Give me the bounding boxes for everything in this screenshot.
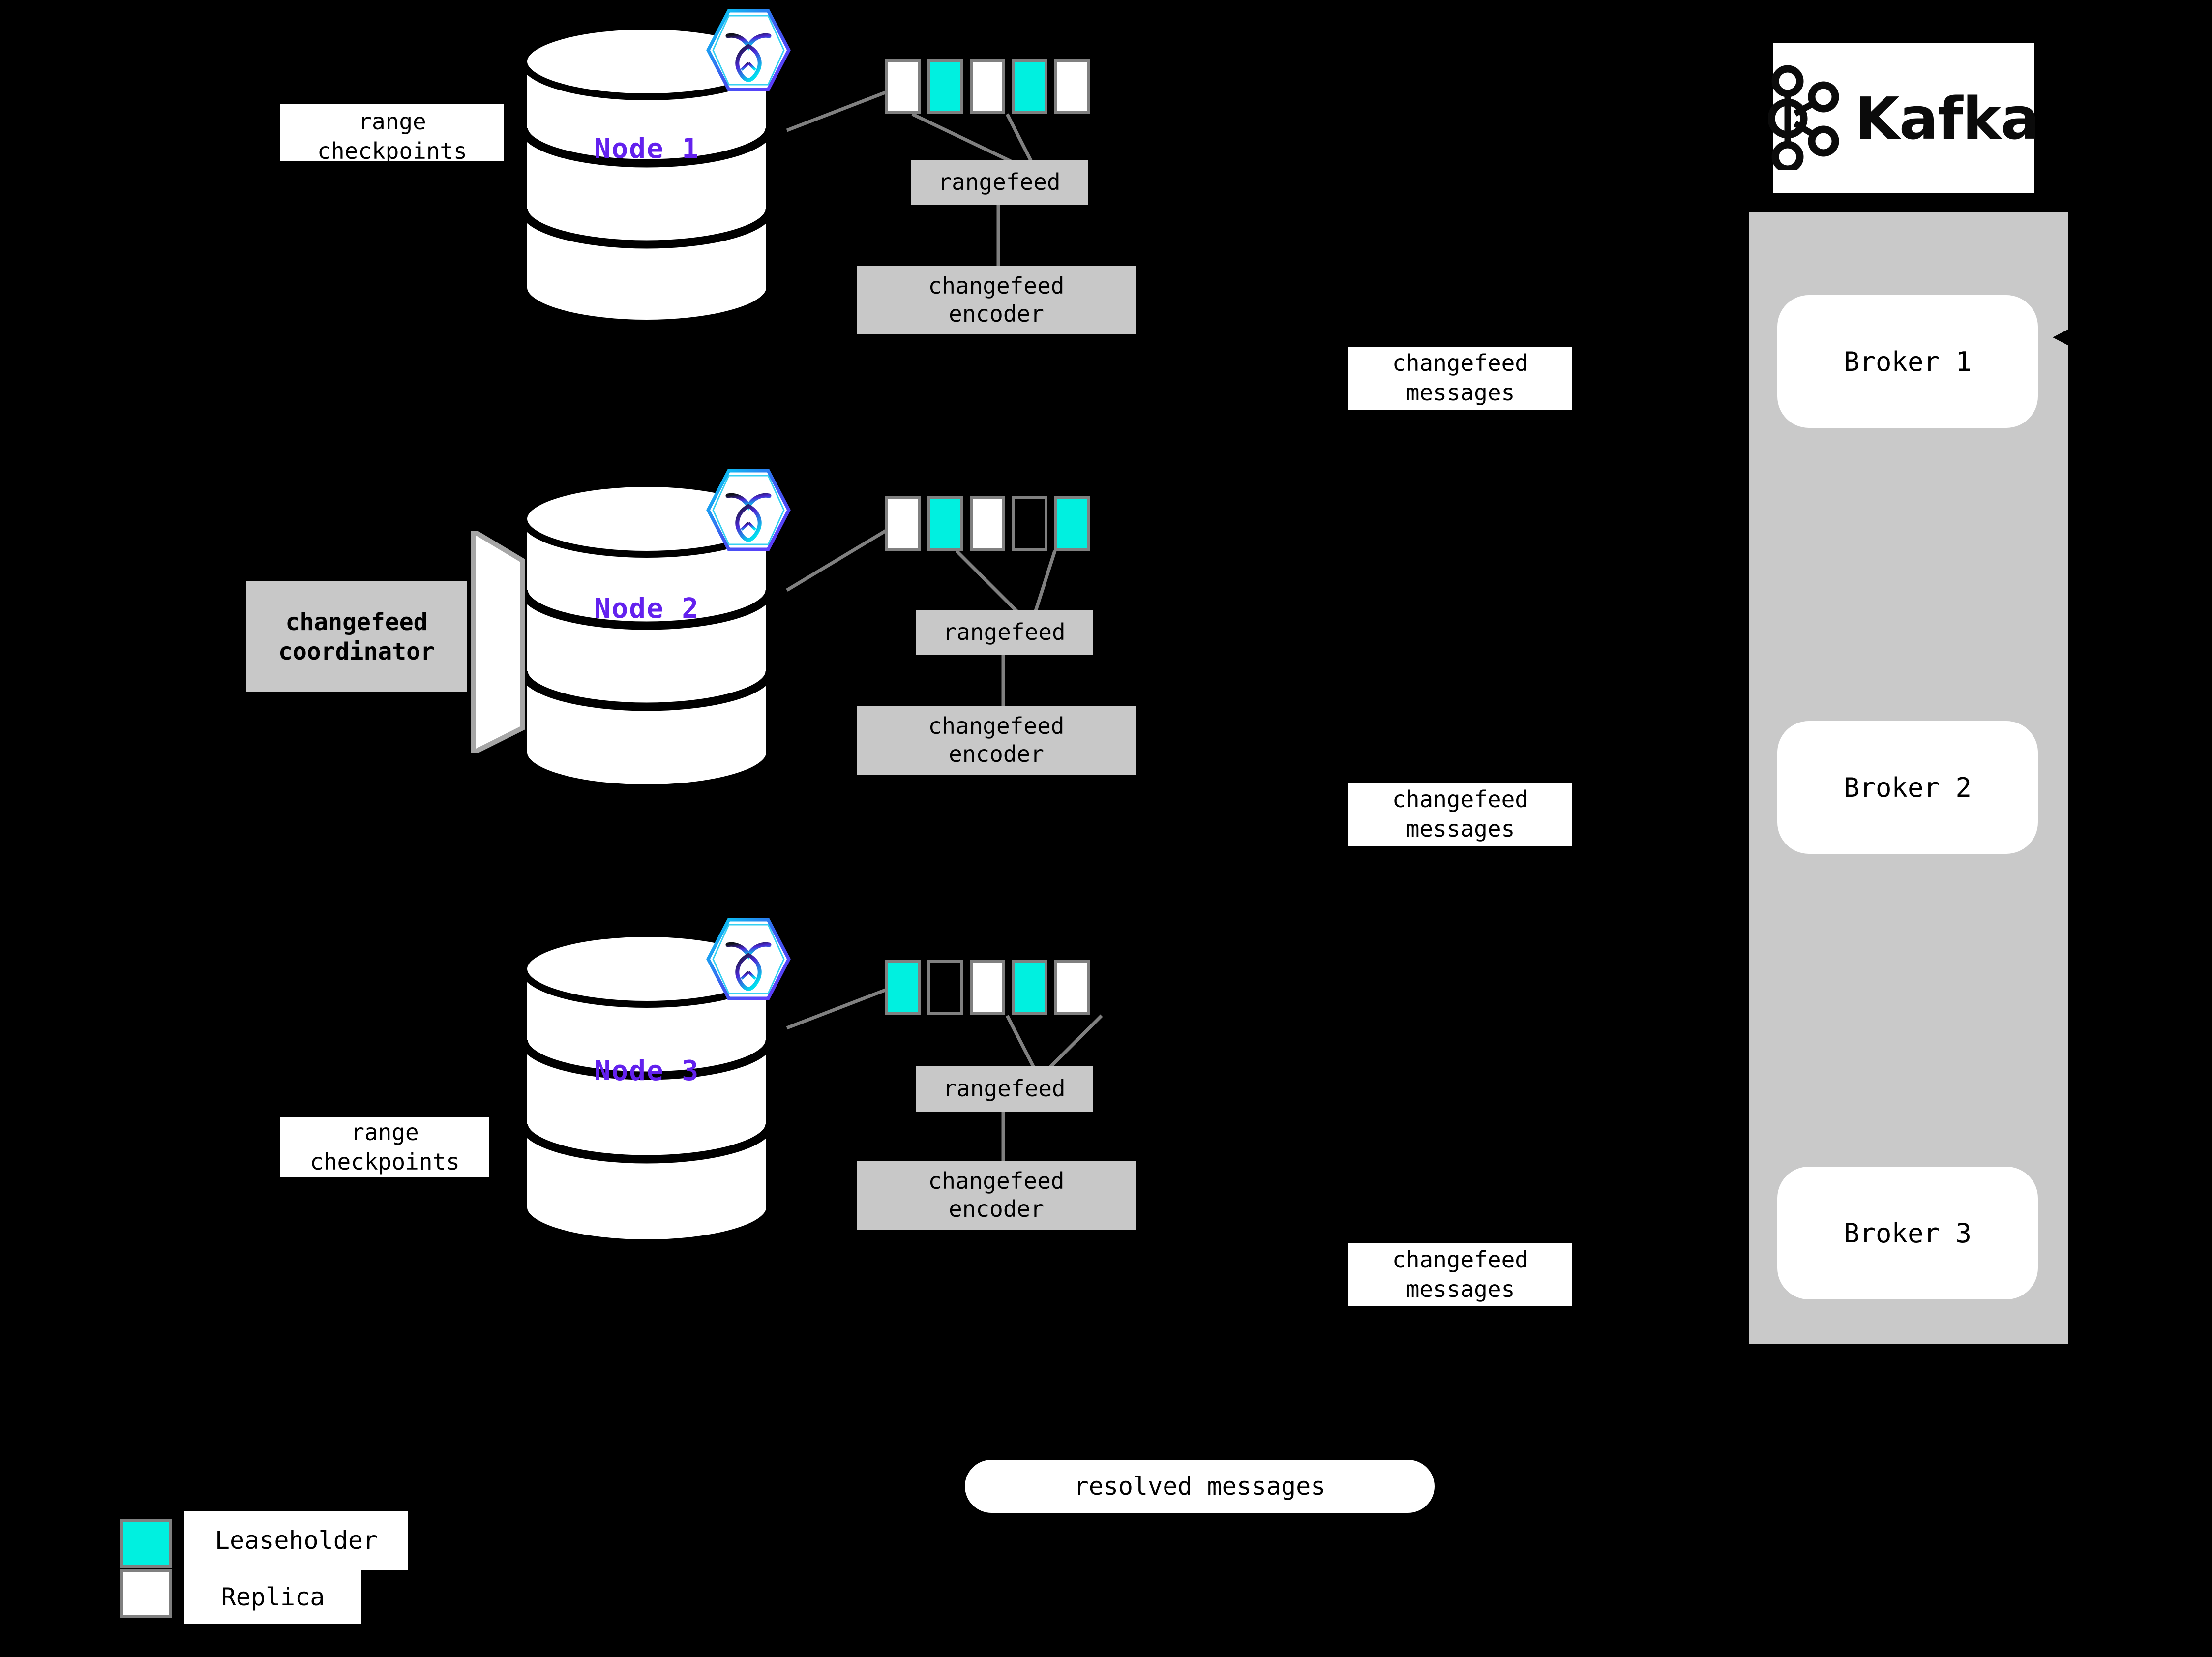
broker-1-box[interactable]: Broker 1 (1777, 295, 2038, 428)
changefeed-messages-label-1: changefeed messages (1348, 347, 1572, 410)
node-1-changefeed-encoder-box[interactable]: changefeed encoder (857, 266, 1136, 334)
legend-label-replica: Replica (184, 1570, 361, 1624)
range-box[interactable] (970, 960, 1005, 1015)
range-box[interactable] (1012, 59, 1047, 114)
node-2-label: Node 2 (594, 593, 700, 625)
range-box[interactable] (1054, 960, 1090, 1015)
node-1-label: Node 1 (594, 133, 700, 165)
node-2-rangefeed-box[interactable]: rangefeed (916, 610, 1093, 655)
node-1-rangefeed-box[interactable]: rangefeed (911, 160, 1088, 205)
range-box[interactable] (1054, 496, 1090, 551)
node-1-range-row (885, 59, 1097, 114)
kafka-logo-card: Kafka (1767, 43, 2040, 193)
range-box[interactable] (1012, 496, 1047, 551)
broker-arrow-marker (2053, 325, 2075, 352)
range-box[interactable] (927, 496, 963, 551)
coordinator-callout-pointer (470, 527, 529, 757)
node-3-rangefeed-box[interactable]: rangefeed (916, 1066, 1093, 1112)
cockroachdb-hexagon-icon (704, 465, 793, 558)
kafka-wordmark: Kafka (1854, 84, 2040, 152)
range-box[interactable] (970, 496, 1005, 551)
range-box[interactable] (970, 59, 1005, 114)
cockroachdb-hexagon-icon (704, 914, 793, 1007)
range-box[interactable] (885, 496, 921, 551)
range-box[interactable] (885, 960, 921, 1015)
node-3-changefeed-encoder-box[interactable]: changefeed encoder (857, 1161, 1136, 1230)
node-3-label: Node 3 (594, 1055, 700, 1087)
changefeed-coordinator-box[interactable]: changefeed coordinator (246, 581, 467, 692)
node-2-range-row (885, 496, 1097, 551)
kafka-broker-panel: Broker 1 Broker 2 Broker 3 (1749, 212, 2068, 1344)
changefeed-messages-label-3: changefeed messages (1348, 1243, 1572, 1306)
node-1-range-checkpoints-label: range checkpoints (280, 104, 504, 161)
legend-swatch-leaseholder (120, 1519, 172, 1568)
node-1-database-cylinder (516, 22, 777, 327)
node-3-range-row (885, 960, 1097, 1015)
kafka-node-graph-icon (1767, 64, 1842, 173)
changefeed-messages-label-2: changefeed messages (1348, 783, 1572, 846)
legend-label-leaseholder: Leaseholder (184, 1511, 408, 1570)
resolved-messages-oval[interactable]: resolved messages (965, 1460, 1435, 1513)
cockroachdb-hexagon-icon (704, 5, 793, 98)
broker-2-box[interactable]: Broker 2 (1777, 721, 2038, 854)
range-box[interactable] (1054, 59, 1090, 114)
node-2-database-cylinder (516, 480, 777, 794)
range-box[interactable] (927, 960, 963, 1015)
range-box[interactable] (1012, 960, 1047, 1015)
node-3-range-checkpoints-label: range checkpoints (280, 1117, 489, 1177)
node-3-database-cylinder (516, 930, 777, 1249)
broker-3-box[interactable]: Broker 3 (1777, 1167, 2038, 1299)
range-box[interactable] (885, 59, 921, 114)
legend-swatch-replica (120, 1569, 172, 1618)
range-box[interactable] (927, 59, 963, 114)
node-2-changefeed-encoder-box[interactable]: changefeed encoder (857, 706, 1136, 775)
